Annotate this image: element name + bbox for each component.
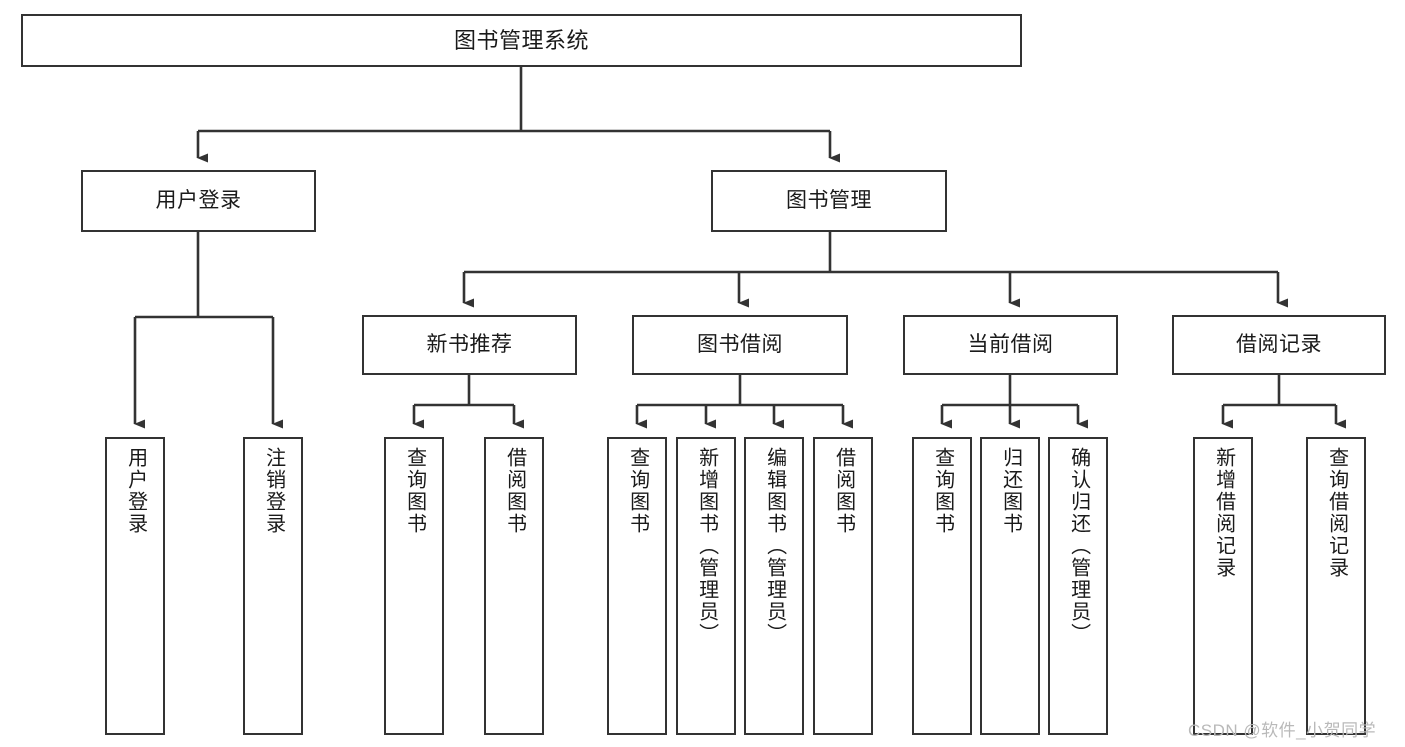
leaf-recommend-borrow-book[interactable]: 借阅图书 bbox=[484, 437, 544, 735]
leaf-records-add-record[interactable]: 新增借阅记录 bbox=[1193, 437, 1253, 735]
node-label: 借阅图书 bbox=[503, 447, 526, 535]
leaf-borrow-borrow-book[interactable]: 借阅图书 bbox=[813, 437, 873, 735]
leaf-current-confirm-return-admin[interactable]: 确认归还（管理员） bbox=[1048, 437, 1108, 735]
leaf-user-login-signin[interactable]: 用户登录 bbox=[105, 437, 165, 735]
node-label: 用户登录 bbox=[124, 447, 147, 535]
leaf-current-return-book[interactable]: 归还图书 bbox=[980, 437, 1040, 735]
node-book-borrow[interactable]: 图书借阅 bbox=[632, 315, 848, 375]
node-label: 借阅图书 bbox=[832, 447, 855, 535]
leaf-borrow-query-book[interactable]: 查询图书 bbox=[607, 437, 667, 735]
node-label: 查询图书 bbox=[403, 447, 426, 535]
leaf-records-query-record[interactable]: 查询借阅记录 bbox=[1306, 437, 1366, 735]
node-label: 借阅记录 bbox=[1236, 332, 1322, 356]
node-book-management[interactable]: 图书管理 bbox=[711, 170, 947, 232]
leaf-user-login-signout[interactable]: 注销登录 bbox=[243, 437, 303, 735]
node-root-system[interactable]: 图书管理系统 bbox=[21, 14, 1022, 67]
leaf-borrow-edit-book-admin[interactable]: 编辑图书（管理员） bbox=[744, 437, 804, 735]
node-label: 查询图书 bbox=[931, 447, 954, 535]
node-borrow-records[interactable]: 借阅记录 bbox=[1172, 315, 1386, 375]
node-label: 新书推荐 bbox=[426, 332, 513, 356]
node-label: 图书管理系统 bbox=[453, 27, 589, 53]
leaf-borrow-add-book-admin[interactable]: 新增图书（管理员） bbox=[676, 437, 736, 735]
leaf-recommend-query-book[interactable]: 查询图书 bbox=[384, 437, 444, 735]
node-label: 新增借阅记录 bbox=[1212, 447, 1235, 579]
node-label: 图书借阅 bbox=[697, 332, 783, 356]
node-label: 查询图书 bbox=[626, 447, 649, 535]
node-label: 确认归还（管理员） bbox=[1067, 447, 1090, 645]
node-label: 归还图书 bbox=[999, 447, 1022, 535]
node-user-login[interactable]: 用户登录 bbox=[81, 170, 316, 232]
leaf-current-query-book[interactable]: 查询图书 bbox=[912, 437, 972, 735]
node-current-borrow[interactable]: 当前借阅 bbox=[903, 315, 1118, 375]
csdn-watermark: CSDN @软件_小贺同学 bbox=[1188, 721, 1377, 740]
node-label: 图书管理 bbox=[786, 188, 872, 212]
node-new-book-recommend[interactable]: 新书推荐 bbox=[362, 315, 577, 375]
node-label: 查询借阅记录 bbox=[1325, 447, 1348, 579]
node-label: 编辑图书（管理员） bbox=[763, 447, 786, 645]
node-label: 注销登录 bbox=[262, 447, 285, 535]
node-label: 新增图书（管理员） bbox=[695, 447, 718, 645]
node-label: 用户登录 bbox=[155, 188, 242, 212]
node-label: 当前借阅 bbox=[967, 332, 1054, 356]
